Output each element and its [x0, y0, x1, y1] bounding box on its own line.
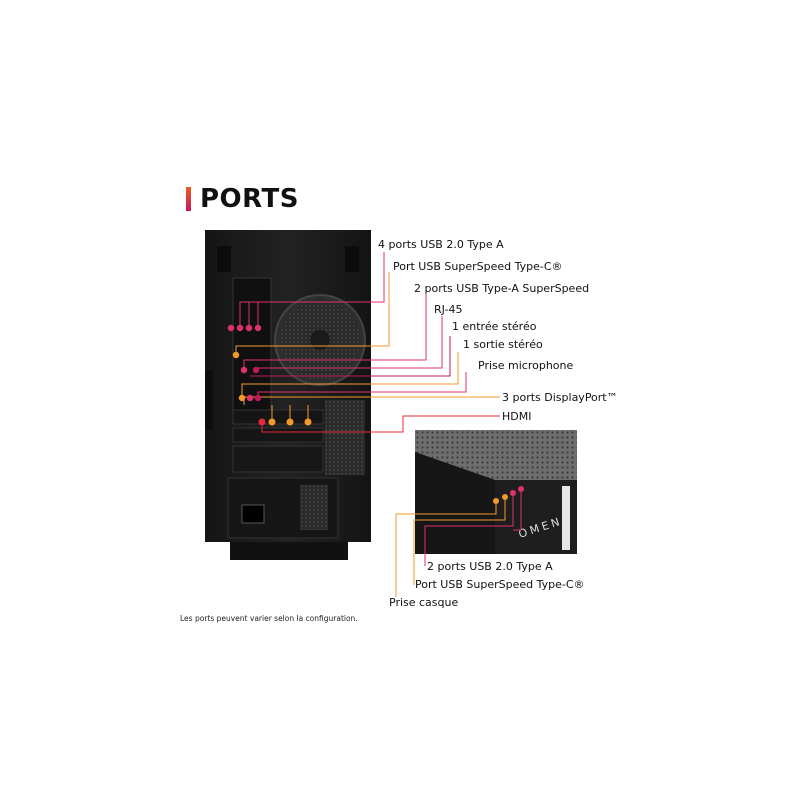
usb2-dot [227, 324, 235, 332]
label-usb2-type-a: 4 ports USB 2.0 Type A [378, 238, 504, 251]
label-headphone: Prise casque [389, 596, 459, 609]
ports-title: PORTS [186, 182, 299, 216]
front-usbc-dot [502, 494, 508, 500]
title-accent-bar [186, 187, 191, 211]
label-rj45: RJ-45 [434, 303, 463, 316]
power-socket-icon [241, 504, 265, 524]
front-inset: OMEN [415, 430, 577, 554]
usba-superspeed-dot [240, 366, 248, 374]
front-usb2-dot [510, 490, 516, 496]
label-displayport: 3 ports DisplayPort™ [502, 391, 618, 404]
usbc-dot [232, 351, 240, 359]
label-stereo-in: 1 entrée stéréo [452, 320, 537, 333]
stereo-out-dot [246, 394, 254, 402]
footnote: Les ports peuvent varier selon la config… [180, 614, 358, 623]
label-front-usbc: Port USB SuperSpeed Type-C® [415, 578, 585, 591]
label-hdmi: HDMI [502, 410, 532, 423]
front-callout-lines [395, 492, 522, 597]
rear-tower [205, 230, 371, 560]
label-stereo-out: 1 sortie stéréo [463, 338, 543, 351]
rear-callout-lines [235, 252, 500, 433]
front-usb2-dot [518, 486, 524, 492]
label-usbc-superspeed: Port USB SuperSpeed Type-C® [393, 260, 563, 273]
hdmi-dot [258, 418, 266, 426]
displayport-dot [304, 418, 312, 426]
usb2-dot [254, 324, 262, 332]
displayport-dot [268, 418, 276, 426]
label-front-usb2: 2 ports USB 2.0 Type A [427, 560, 553, 573]
usb2-dot [245, 324, 253, 332]
usb2-dot [236, 324, 244, 332]
front-headphone-dot [493, 498, 499, 504]
label-usba-superspeed: 2 ports USB Type-A SuperSpeed [414, 282, 590, 295]
stereo-in-dot [238, 394, 246, 402]
rj45-dot [252, 366, 260, 374]
label-microphone: Prise microphone [478, 359, 574, 372]
page-title: PORTS [200, 184, 299, 214]
mic-dot [254, 394, 262, 402]
rear-port-dots [227, 324, 312, 426]
displayport-dot [286, 418, 294, 426]
